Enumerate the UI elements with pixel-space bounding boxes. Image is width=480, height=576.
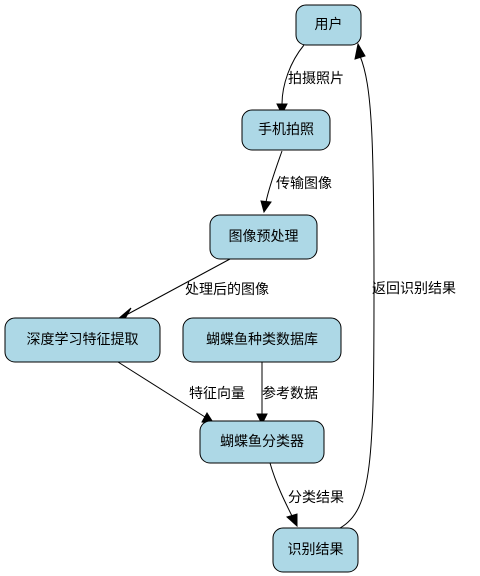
edge-feature-to-classifier: [117, 361, 206, 418]
edge-preprocess-to-feature: [127, 258, 231, 315]
node-classifier[interactable]: 蝴蝶鱼分类器: [199, 420, 325, 464]
edge-label-transfer-image: 传输图像: [276, 176, 332, 192]
arrow-head: [260, 200, 272, 214]
node-species-db[interactable]: 蝴蝶鱼种类数据库: [182, 317, 342, 363]
arrow-head: [276, 103, 288, 116]
arrow-head: [354, 42, 366, 60]
edge-result-to-user: [339, 55, 375, 529]
edge-label-reference-data: 参考数据: [262, 385, 318, 402]
node-user-label: 用户: [315, 16, 343, 33]
node-species-db-label: 蝴蝶鱼种类数据库: [206, 331, 318, 348]
node-phone-photo[interactable]: 手机拍照: [241, 109, 331, 151]
edge-label-return-result: 返回识别结果: [372, 281, 456, 297]
node-result-label: 识别结果: [288, 542, 344, 558]
edge-label-processed-image: 处理后的图像: [185, 282, 269, 298]
node-result[interactable]: 识别结果: [272, 527, 359, 573]
node-user[interactable]: 用户: [295, 4, 362, 46]
edge-label-feature-vector: 特征向量: [189, 386, 245, 402]
node-deep-feature[interactable]: 深度学习特征提取: [4, 317, 161, 363]
edge-classifier-to-result: [269, 462, 293, 517]
arrow-head: [256, 413, 268, 426]
edge-label-classification-result: 分类结果: [288, 490, 344, 506]
arrow-head: [286, 513, 298, 528]
node-deep-feature-label: 深度学习特征提取: [27, 332, 139, 348]
edge-label-take-photo: 拍摄照片: [288, 71, 344, 87]
node-classifier-label: 蝴蝶鱼分类器: [220, 433, 304, 450]
edge-user-to-phone: [281, 44, 305, 105]
node-phone-photo-label: 手机拍照: [258, 122, 314, 138]
node-preprocess[interactable]: 图像预处理: [209, 214, 318, 260]
node-preprocess-label: 图像预处理: [229, 229, 299, 245]
edge-phone-to-preprocess: [265, 150, 283, 203]
